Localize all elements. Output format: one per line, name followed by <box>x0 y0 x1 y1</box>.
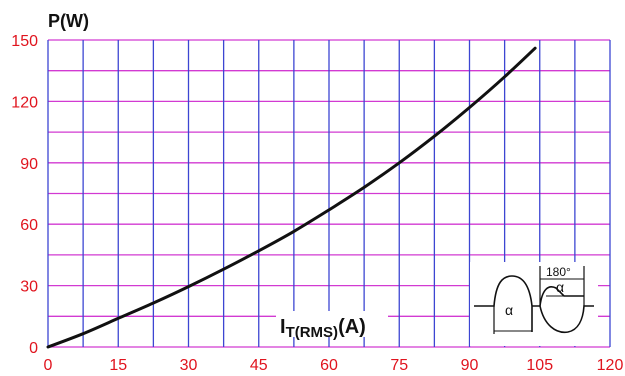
inset-alpha-left: α <box>505 302 513 318</box>
y-tick-label: 30 <box>20 279 38 296</box>
x-axis-title-main: I <box>280 316 286 338</box>
series <box>46 46 537 349</box>
y-tick-label: 120 <box>11 94 38 111</box>
x-tick-label: 90 <box>461 357 479 374</box>
x-axis-title-backdrop <box>276 311 388 337</box>
y-tick-label: 90 <box>20 156 38 173</box>
series-line-0 <box>46 46 537 349</box>
x-tick-label: 105 <box>526 357 553 374</box>
conduction-angle-inset: α α 180° <box>470 262 598 346</box>
y-tick-label: 60 <box>20 217 38 234</box>
x-axis-title-sub: T(RMS) <box>286 324 339 341</box>
x-tick-label: 75 <box>390 357 408 374</box>
x-tick-label: 120 <box>597 357 624 374</box>
y-axis-title: P(W) <box>48 11 89 31</box>
inset-alpha-right: α <box>556 279 564 295</box>
x-tick-label: 0 <box>44 357 53 374</box>
x-tick-label: 45 <box>250 357 268 374</box>
x-tick-label: 60 <box>320 357 338 374</box>
y-tick-labels: 0 30 60 90 120 150 <box>11 33 38 357</box>
inset-angle-label: 180° <box>546 265 571 279</box>
x-tick-labels: 0 15 30 45 60 75 90 105 120 <box>44 357 624 374</box>
x-tick-label: 30 <box>180 357 198 374</box>
inset-wave-left <box>474 275 533 332</box>
x-axis-title-unit: (A) <box>338 316 366 338</box>
grid <box>47 39 611 348</box>
y-tick-label: 0 <box>29 340 38 357</box>
x-axis-title: IT(RMS)(A) <box>280 316 366 341</box>
inset-backdrop <box>470 262 598 346</box>
x-tick-label: 15 <box>109 357 127 374</box>
y-tick-label: 150 <box>11 33 38 50</box>
